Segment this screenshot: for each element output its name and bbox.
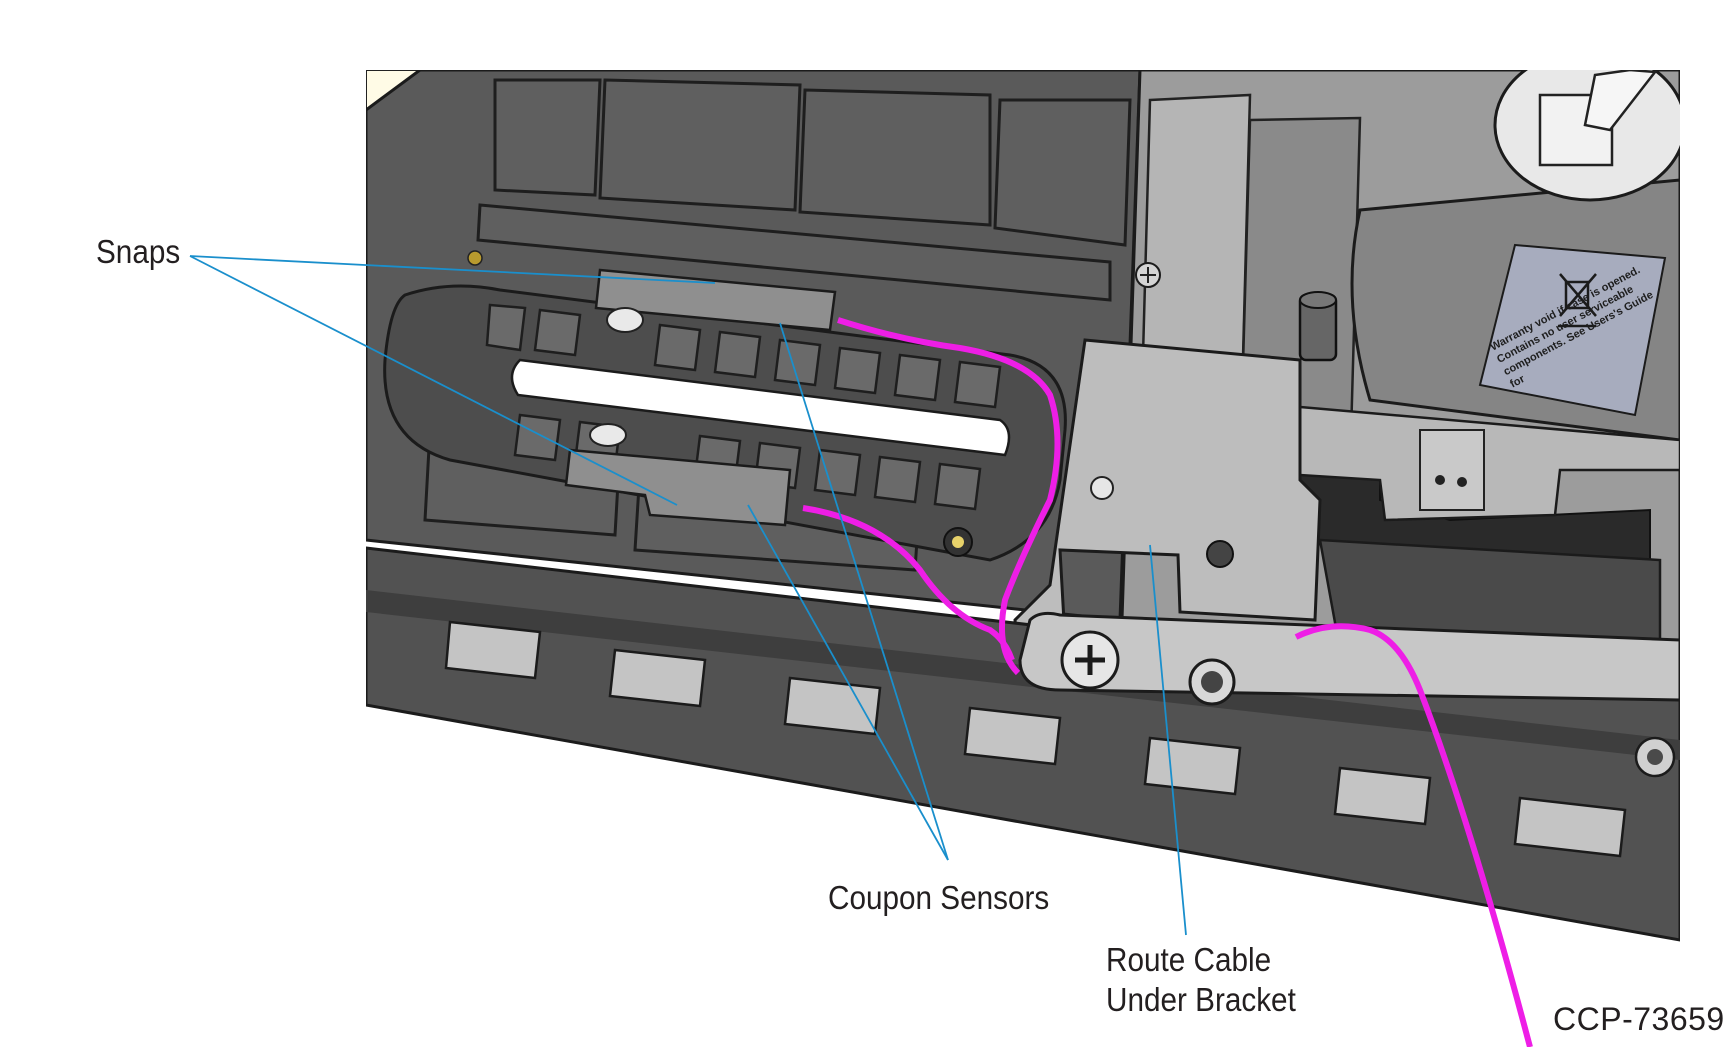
cable-bracket — [1013, 338, 1322, 694]
snaps-label: Snaps — [96, 233, 181, 270]
figure-id: CCP-73659 — [1553, 1001, 1725, 1037]
snap-peg-lower — [589, 423, 627, 447]
weee-bin-icon — [1558, 273, 1597, 328]
snap-lower — [564, 448, 792, 527]
hinge-plate — [1018, 611, 1680, 702]
snap-peg-upper — [606, 307, 644, 333]
bracket-hole — [1206, 540, 1234, 568]
sensor-cable-lower — [802, 505, 1015, 662]
route-cable-label: Route Cable Under Bracket — [1106, 940, 1296, 1019]
route-cable-label-line1: Route Cable — [1106, 941, 1272, 978]
snap-upper — [594, 268, 837, 332]
warning-label-plate — [1478, 243, 1667, 417]
sensor-cable-upper — [837, 317, 1061, 676]
routed-cable-out — [1294, 623, 1533, 1047]
guide-slot — [510, 358, 1011, 457]
mechanism-drawing — [366, 70, 1680, 942]
connector-cable-white — [1583, 70, 1658, 132]
bracket-post — [1090, 476, 1114, 500]
route-cable-label-line2: Under Bracket — [1106, 980, 1296, 1018]
coupon-sensors-label: Coupon Sensors — [828, 879, 1050, 916]
tray-tab — [1419, 429, 1485, 511]
leader-lines — [189, 255, 1187, 936]
phillips-screw — [1060, 630, 1120, 690]
brass-screw-left — [467, 250, 483, 266]
